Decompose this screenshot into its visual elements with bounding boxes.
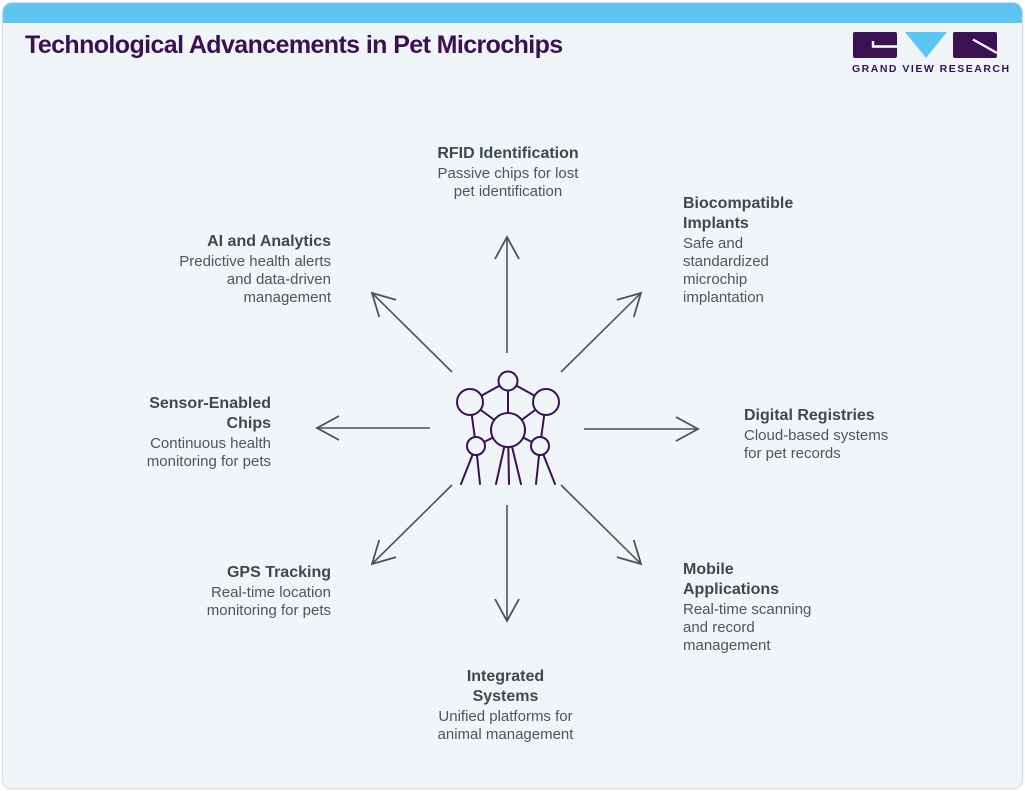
spoke-gps-tracking: GPS Tracking Real-time location monitori… xyxy=(181,563,331,620)
spoke-mobile-applications: Mobile Applications Real-time scanning a… xyxy=(683,560,818,655)
spoke-title: Mobile Applications xyxy=(683,561,780,598)
spoke-title: Digital Registries xyxy=(744,407,875,424)
spoke-description: Real-time scanning and record management xyxy=(683,601,812,654)
spoke-description: Continuous health monitoring for pets xyxy=(146,435,271,470)
spoke-title: RFID Identification xyxy=(437,145,579,162)
spoke-description: Predictive health alerts and data-driven… xyxy=(179,253,331,306)
arrow-up-right xyxy=(560,291,643,373)
spoke-description: Real-time location monitoring for pets xyxy=(206,584,331,619)
spoke-description: Cloud-based systems for pet records xyxy=(744,427,889,462)
spoke-description: Unified platforms for animal management xyxy=(437,708,574,743)
spoke-digital-registries: Digital Registries Cloud-based systems f… xyxy=(744,406,896,463)
spoke-title: GPS Tracking xyxy=(226,564,331,581)
spoke-sensor-enabled-chips: Sensor-Enabled Chips Continuous health m… xyxy=(126,394,271,471)
spoke-title: Biocompatible Implants xyxy=(683,195,794,232)
arrow-down-left xyxy=(370,484,453,566)
spoke-description: Safe and standardized microchip implanta… xyxy=(683,235,769,306)
brand-name: GRAND VIEW RESEARCH xyxy=(852,63,1011,75)
arrow-up-left xyxy=(370,291,453,373)
spoke-title: Integrated Systems xyxy=(466,668,545,705)
arrow-down-right xyxy=(560,484,643,566)
network-icon xyxy=(456,370,560,485)
accent-top-bar xyxy=(3,3,1022,23)
spoke-ai-and-analytics: AI and Analytics Predictive health alert… xyxy=(176,232,331,307)
brand-logo: GRAND VIEW RESEARCH xyxy=(852,30,1011,75)
spoke-rfid-identification: RFID Identification Passive chips for lo… xyxy=(428,144,588,201)
spoke-description: Passive chips for lost pet identificatio… xyxy=(437,165,579,200)
spoke-integrated-systems: Integrated Systems Unified platforms for… xyxy=(423,667,588,744)
page-title: Technological Advancements in Pet Microc… xyxy=(25,31,563,59)
spoke-title: Sensor-Enabled Chips xyxy=(149,395,271,432)
gvr-logo-icon xyxy=(853,32,998,58)
spoke-biocompatible-implants: Biocompatible Implants Safe and standard… xyxy=(683,194,801,307)
spoke-title: AI and Analytics xyxy=(207,233,331,250)
